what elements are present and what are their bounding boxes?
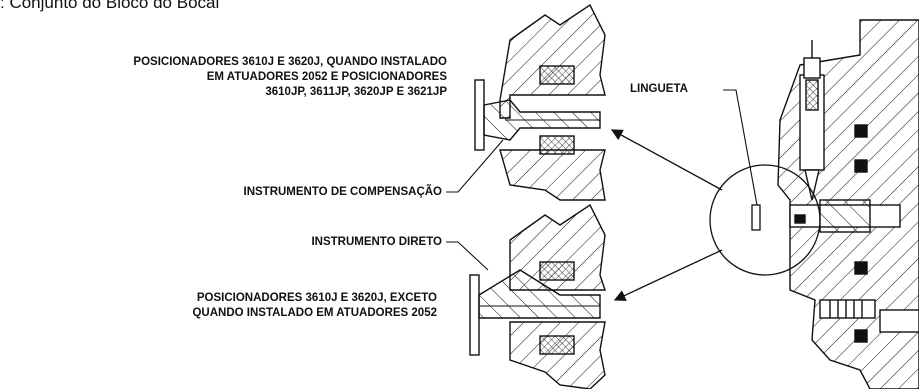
bottom-seal-lower xyxy=(539,335,575,355)
lower-channel xyxy=(879,309,919,333)
top-positioners-line-2: EM ATUADORES 2052 E POSICIONADORES xyxy=(206,71,447,83)
seal-e xyxy=(794,214,806,224)
seal-c xyxy=(854,261,868,275)
top-detail-section xyxy=(474,3,606,201)
compensation-instrument-label: INSTRUMENTO DE COMPENSAÇÃO xyxy=(243,186,443,198)
bottom-flapper-plate xyxy=(469,274,480,356)
inner-plug xyxy=(819,199,871,233)
seal-a xyxy=(854,124,868,138)
arrow-to-bottom-detail xyxy=(613,249,723,301)
detail-callout-circle xyxy=(709,164,821,276)
bottom-seal-upper xyxy=(539,261,575,281)
bottom-detail-section xyxy=(469,203,606,389)
screw-thread xyxy=(829,300,863,318)
main-assembly xyxy=(777,19,919,389)
top-positioners-line-3: 3610JP, 3611JP, 3620JP E 3621JP xyxy=(265,86,447,98)
nozzle-stem-top xyxy=(803,57,821,79)
top-body-lower xyxy=(499,149,606,201)
bottom-positioners-line-1: POSICIONADORES 3610J E 3620J, EXCETO xyxy=(196,292,437,304)
direct-instrument-label: INSTRUMENTO DIRETO xyxy=(311,236,442,248)
top-positioners-line-1: POSICIONADORES 3610J E 3620J, QUANDO INS… xyxy=(133,56,447,68)
lingueta-leader xyxy=(723,89,758,206)
lingueta-label: LINGUETA xyxy=(630,83,688,95)
top-seal-upper xyxy=(539,65,575,85)
direct-leader xyxy=(446,241,489,271)
top-seal-lower xyxy=(539,135,575,155)
top-body-upper xyxy=(499,3,606,119)
nozzle-tip xyxy=(804,169,820,201)
nozzle-cap xyxy=(805,79,819,111)
bottom-positioners-label: POSICIONADORES 3610J E 3620J, EXCETO QUA… xyxy=(20,291,437,321)
seal-b xyxy=(854,159,868,173)
lingueta-tab xyxy=(751,204,761,231)
bottom-positioners-line-2: QUANDO INSTALADO EM ATUADORES 2052 xyxy=(192,307,437,319)
arrow-to-top-detail xyxy=(610,129,723,191)
compensation-leader xyxy=(446,139,504,193)
seal-d xyxy=(854,329,868,343)
top-flapper-plate xyxy=(474,79,485,151)
top-positioners-label: POSICIONADORES 3610J E 3620J, QUANDO INS… xyxy=(10,55,447,100)
screw-bottom xyxy=(819,299,876,319)
bottom-body-lower xyxy=(509,321,606,389)
figure-title: : Conjunto do Bloco do Bocal xyxy=(0,0,220,12)
